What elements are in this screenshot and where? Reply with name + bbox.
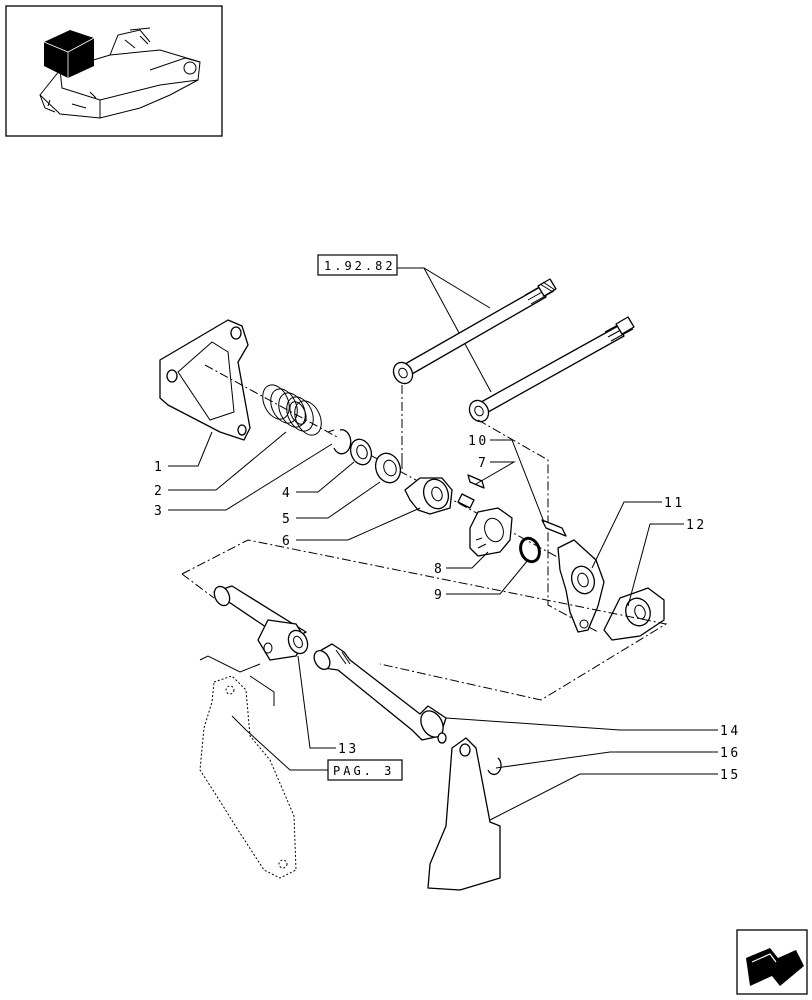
callout-16: 16 <box>720 746 741 761</box>
part-12-plate <box>603 587 665 641</box>
part-1-bracket <box>159 319 251 441</box>
part-2-spring <box>262 384 322 436</box>
callout-12: 12 <box>686 518 707 533</box>
callout-13: 13 <box>338 742 359 757</box>
callout-7: 7 <box>478 456 488 471</box>
part-14-shaft <box>313 643 447 744</box>
reference-label-top: 1.92.82 <box>324 259 396 273</box>
reference-plate-dotted <box>199 675 297 879</box>
callout-9: 9 <box>434 588 444 603</box>
part-4-washer <box>349 438 373 466</box>
part-3-circlip <box>327 429 352 455</box>
reference-label-bottom: PAG. 3 <box>333 764 394 778</box>
callout-15: 15 <box>720 768 741 783</box>
callout-5: 5 <box>282 512 292 527</box>
bolt-upper <box>392 278 557 385</box>
reference-box-top[interactable]: 1.92.82 <box>317 254 492 393</box>
part-10-key <box>541 519 567 537</box>
assembly-thumbnail-icon[interactable] <box>5 5 223 137</box>
callout-3: 3 <box>154 504 164 519</box>
callout-6: 6 <box>282 534 292 549</box>
callout-8: 8 <box>434 562 444 577</box>
pin-small <box>457 493 475 509</box>
part-13-shaft <box>213 585 309 661</box>
callout-4: 4 <box>282 486 292 501</box>
callout-1: 1 <box>154 460 164 475</box>
part-15-handle <box>427 737 501 891</box>
part-16-clip <box>487 757 502 776</box>
part-7-key <box>467 474 485 489</box>
callout-11: 11 <box>664 496 685 511</box>
bolt-lower <box>468 316 635 423</box>
reference-box-bottom[interactable]: PAG. 3 <box>231 715 403 781</box>
part-5-washer <box>374 452 402 484</box>
part-8-lever <box>469 507 513 557</box>
callout-10: 10 <box>468 434 489 449</box>
part-9-ring <box>519 536 541 564</box>
part-11-lever <box>557 539 605 633</box>
part-6-cam <box>404 477 453 515</box>
callout-2: 2 <box>154 484 164 499</box>
callout-14: 14 <box>720 724 741 739</box>
next-page-arrow-icon[interactable] <box>736 929 808 995</box>
